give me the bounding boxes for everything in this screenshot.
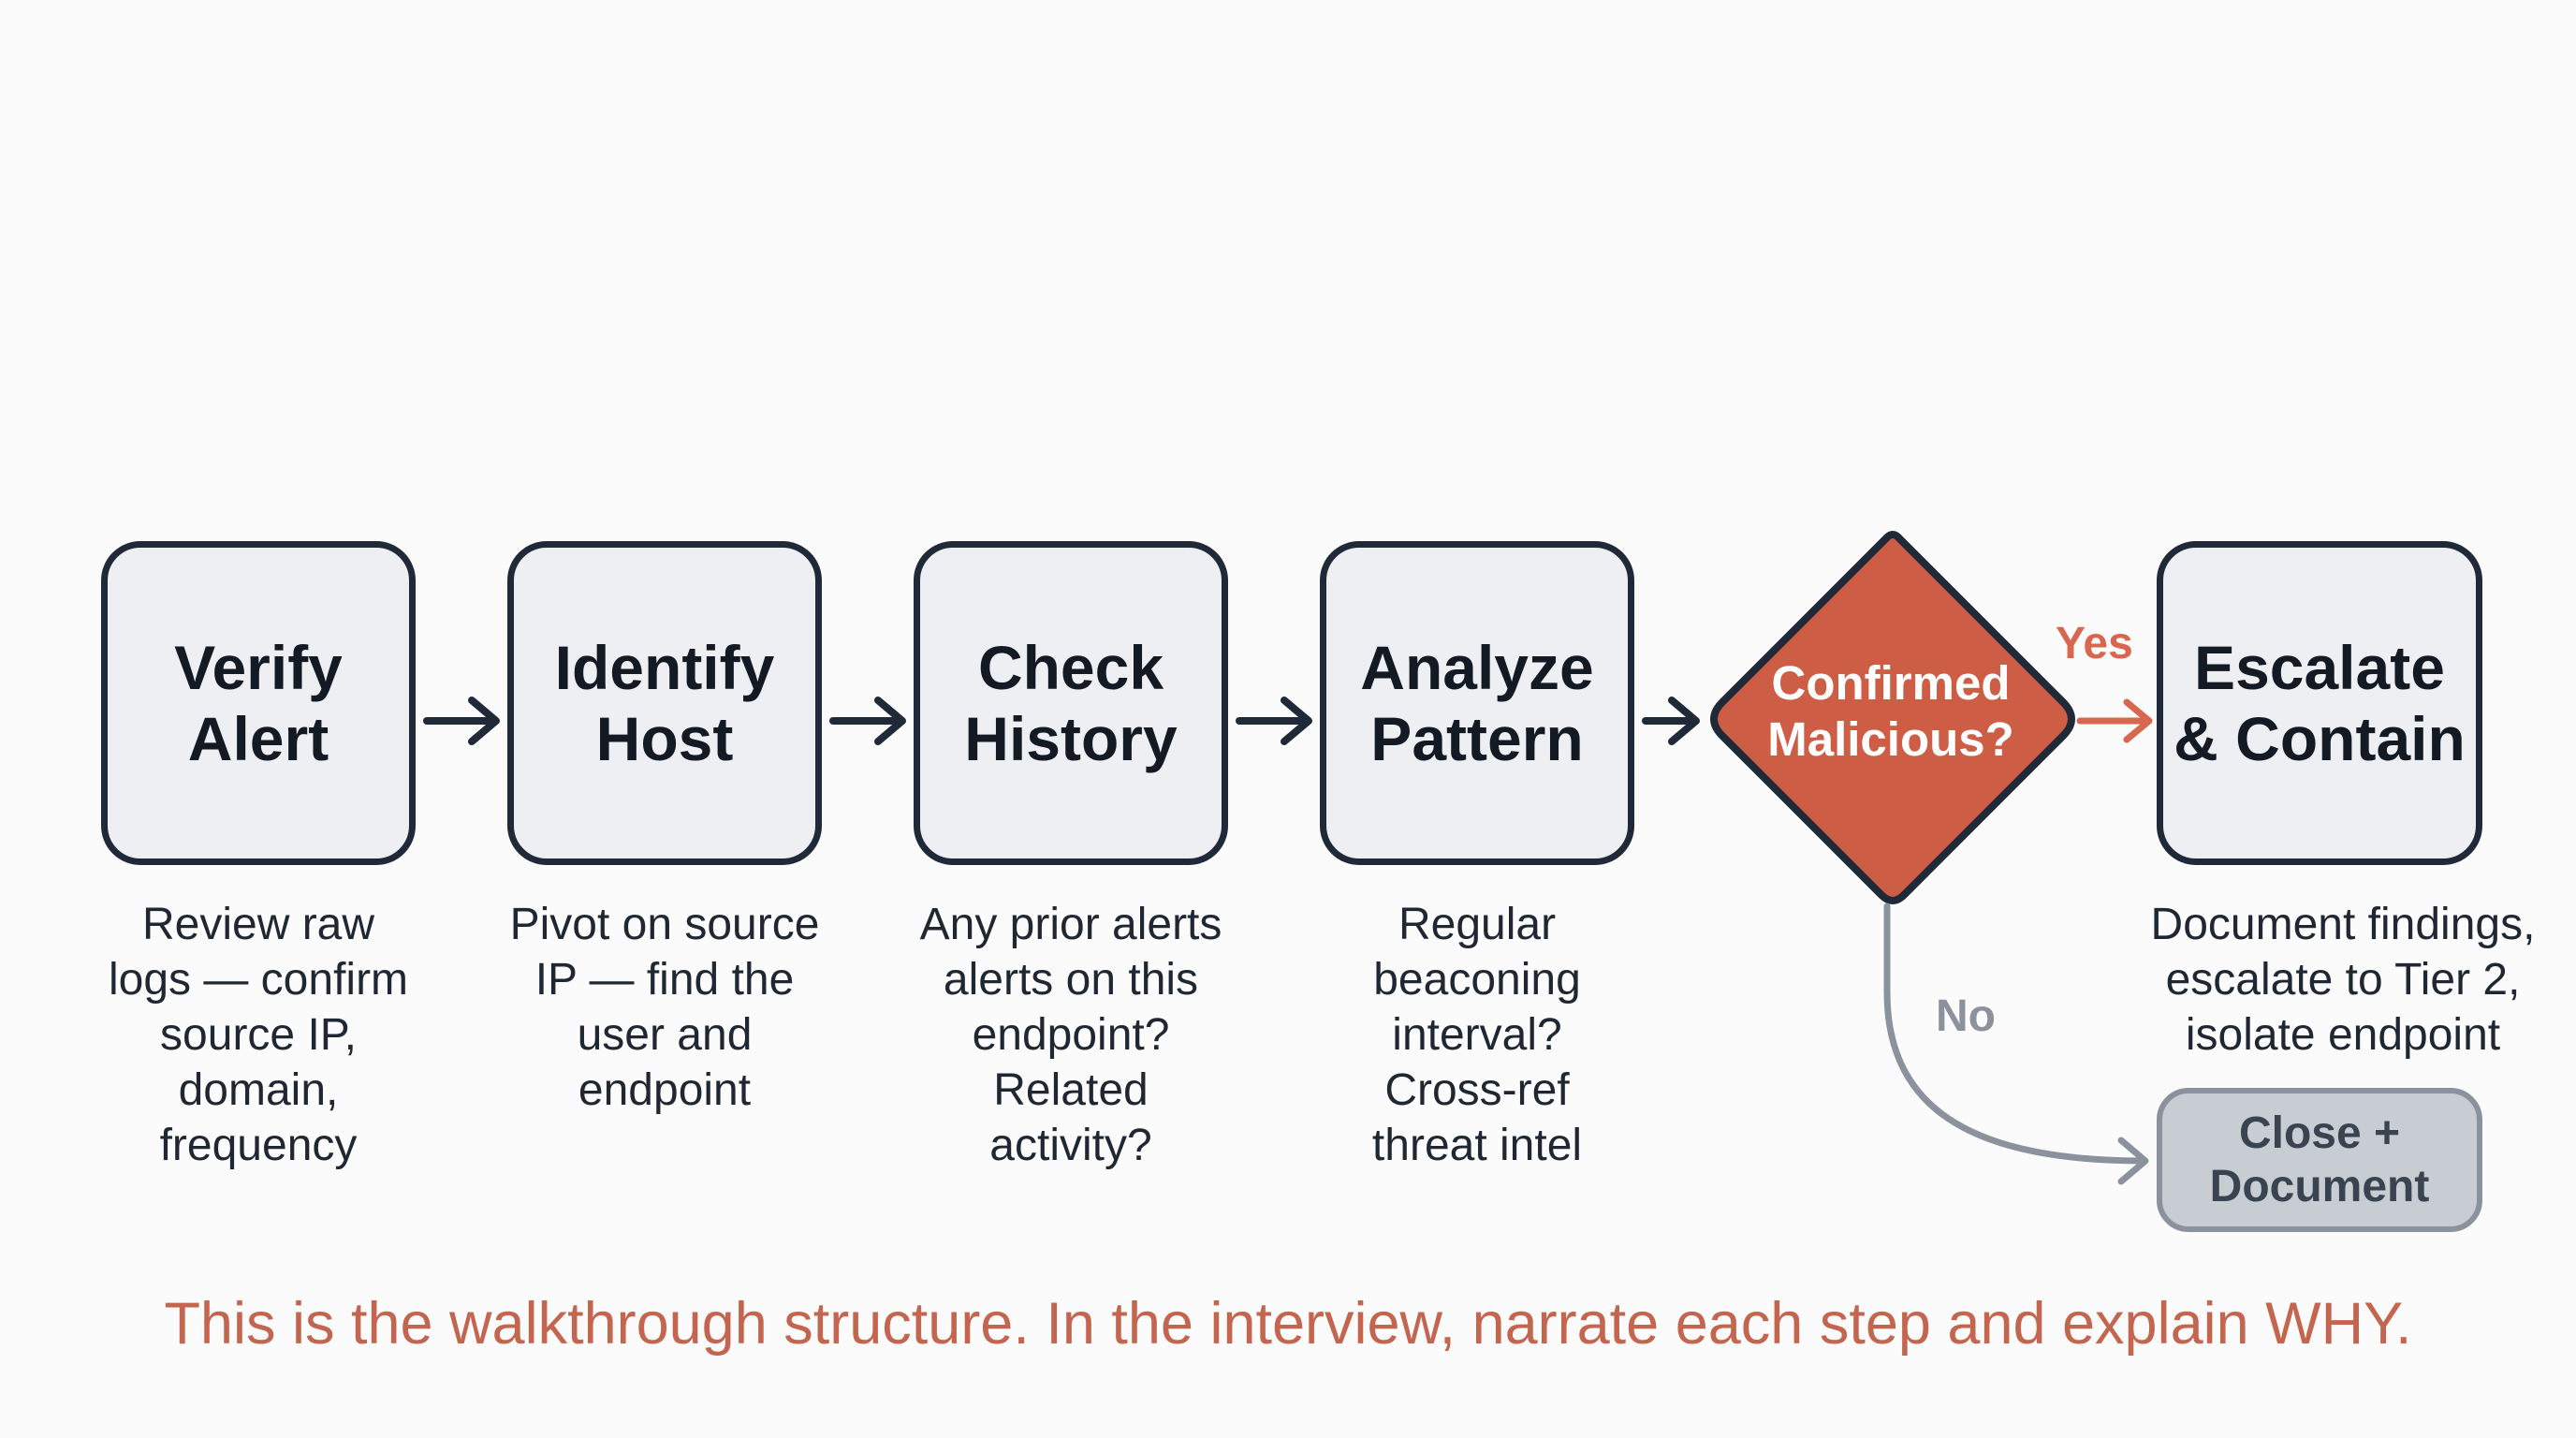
step-title: Analyze Pattern [1360,633,1594,773]
escalate-description: Document findings, escalate to Tier 2, i… [2150,900,2536,1060]
arrow-verify-to-identify [423,697,500,745]
step-box-verify-alert: Verify Alert [101,541,416,865]
decision-label: Confirmed Malicious? [1767,656,2014,766]
close-label: Close + Document [2209,1108,2430,1211]
no-label: No [1936,991,1996,1041]
step-box-check-history: Check History [914,541,1228,865]
step-box-analyze-pattern: Analyze Pattern [1320,541,1634,865]
arrow-no-to-close [1883,902,2149,1185]
decision-diamond [1710,531,2075,904]
step-box-identify-host: Identify Host [507,541,822,865]
step-description: Any prior alerts alerts on this endpoint… [919,900,1222,1170]
step-title: Escalate & Contain [2174,633,2466,773]
arrow-analyze-to-decision [1642,697,1700,745]
step-box-escalate-contain: Escalate & Contain [2157,541,2482,865]
yes-label: Yes [2056,619,2133,668]
step-title: Identify Host [554,633,775,773]
arrow-yes-to-escalate [2076,698,2153,743]
step-description: Regular beaconing interval? Cross-ref th… [1371,900,1583,1170]
arrow-identify-to-check [829,697,906,745]
arrow-check-to-analyze [1236,697,1312,745]
footer-note: This is the walkthrough structure. In th… [164,1291,2412,1357]
step-description: Pivot on source IP — find the user and e… [509,900,820,1115]
step-title: Check History [964,633,1178,773]
step-box-close-document: Close + Document [2157,1088,2482,1232]
step-title: Verify Alert [174,633,343,773]
step-description: Review raw logs — confirm source IP, dom… [108,900,409,1170]
